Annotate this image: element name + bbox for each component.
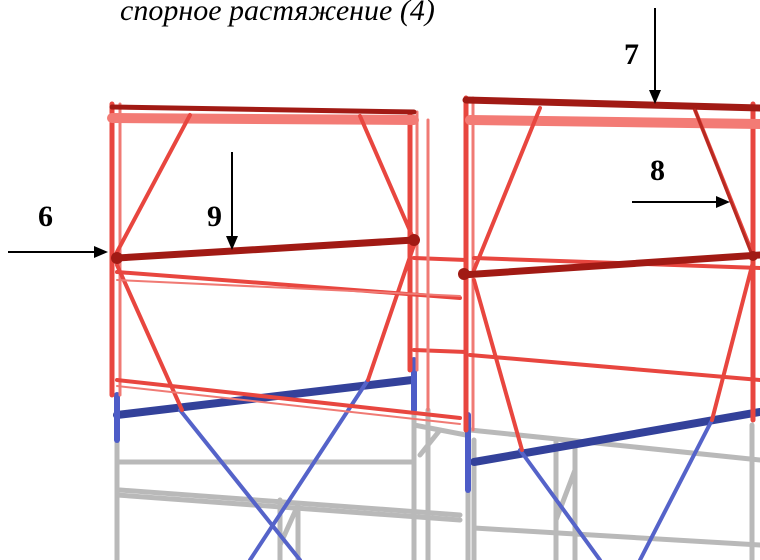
right-lower-brace-b xyxy=(710,260,755,422)
right-bottom-ledger xyxy=(471,525,760,548)
right-lower-brace-a xyxy=(472,278,524,452)
arrow-8-head xyxy=(716,196,730,208)
left-lower-red-ledger-2 xyxy=(116,385,461,425)
inter-frame-lower-diag xyxy=(417,427,443,458)
left-lower-brace-guide xyxy=(114,492,463,523)
callout-label-6: 6 xyxy=(38,200,53,233)
inter-frame-ledger-b xyxy=(412,348,468,354)
highly-loaded-members xyxy=(109,96,760,279)
loaded-members xyxy=(107,95,760,452)
left-lower-red-ledger xyxy=(115,378,462,420)
arrow-9-head xyxy=(226,236,238,250)
left-mid-ledger-2 xyxy=(116,279,461,297)
right-mid-heavy-ledger xyxy=(458,251,760,279)
left-blue-brace-a xyxy=(178,408,302,560)
left-lower-brace-b xyxy=(366,243,416,382)
right-lower-diag xyxy=(553,467,578,523)
right-upper-brace-heavy xyxy=(693,108,754,257)
arrow-7-head xyxy=(649,90,661,104)
caption-fragment: спорное растяжение (4) xyxy=(120,0,435,27)
left-top-band xyxy=(107,113,419,125)
joints xyxy=(111,234,758,280)
left-lower-brace-a xyxy=(115,263,184,412)
callout-label-9: 9 xyxy=(207,200,222,233)
right-lower-red-ledger xyxy=(468,353,760,382)
left-upper-brace-b xyxy=(358,114,416,242)
right-blue-brace-b xyxy=(638,418,714,560)
left-blue-brace-b xyxy=(248,378,370,560)
joint-left-mid xyxy=(111,252,123,264)
right-top-band xyxy=(465,115,760,129)
load-arrows xyxy=(8,8,730,258)
callout-label-7: 7 xyxy=(624,38,639,71)
right-top-rail xyxy=(462,96,760,112)
inter-frame-ledger-a xyxy=(412,256,468,262)
left-top-rail xyxy=(109,104,417,115)
left-upper-brace-a xyxy=(115,113,192,254)
joint-right-right-mid xyxy=(748,251,758,261)
right-blue-brace-a xyxy=(518,448,602,560)
left-mid-heavy-ledger xyxy=(113,236,418,262)
callout-label-8: 8 xyxy=(650,154,665,187)
joint-left-right-mid xyxy=(408,234,420,246)
right-upper-brace-a xyxy=(472,106,542,272)
arrow-6-head xyxy=(94,246,108,258)
joint-right-left-mid xyxy=(458,268,470,280)
compressed-members xyxy=(113,357,760,560)
